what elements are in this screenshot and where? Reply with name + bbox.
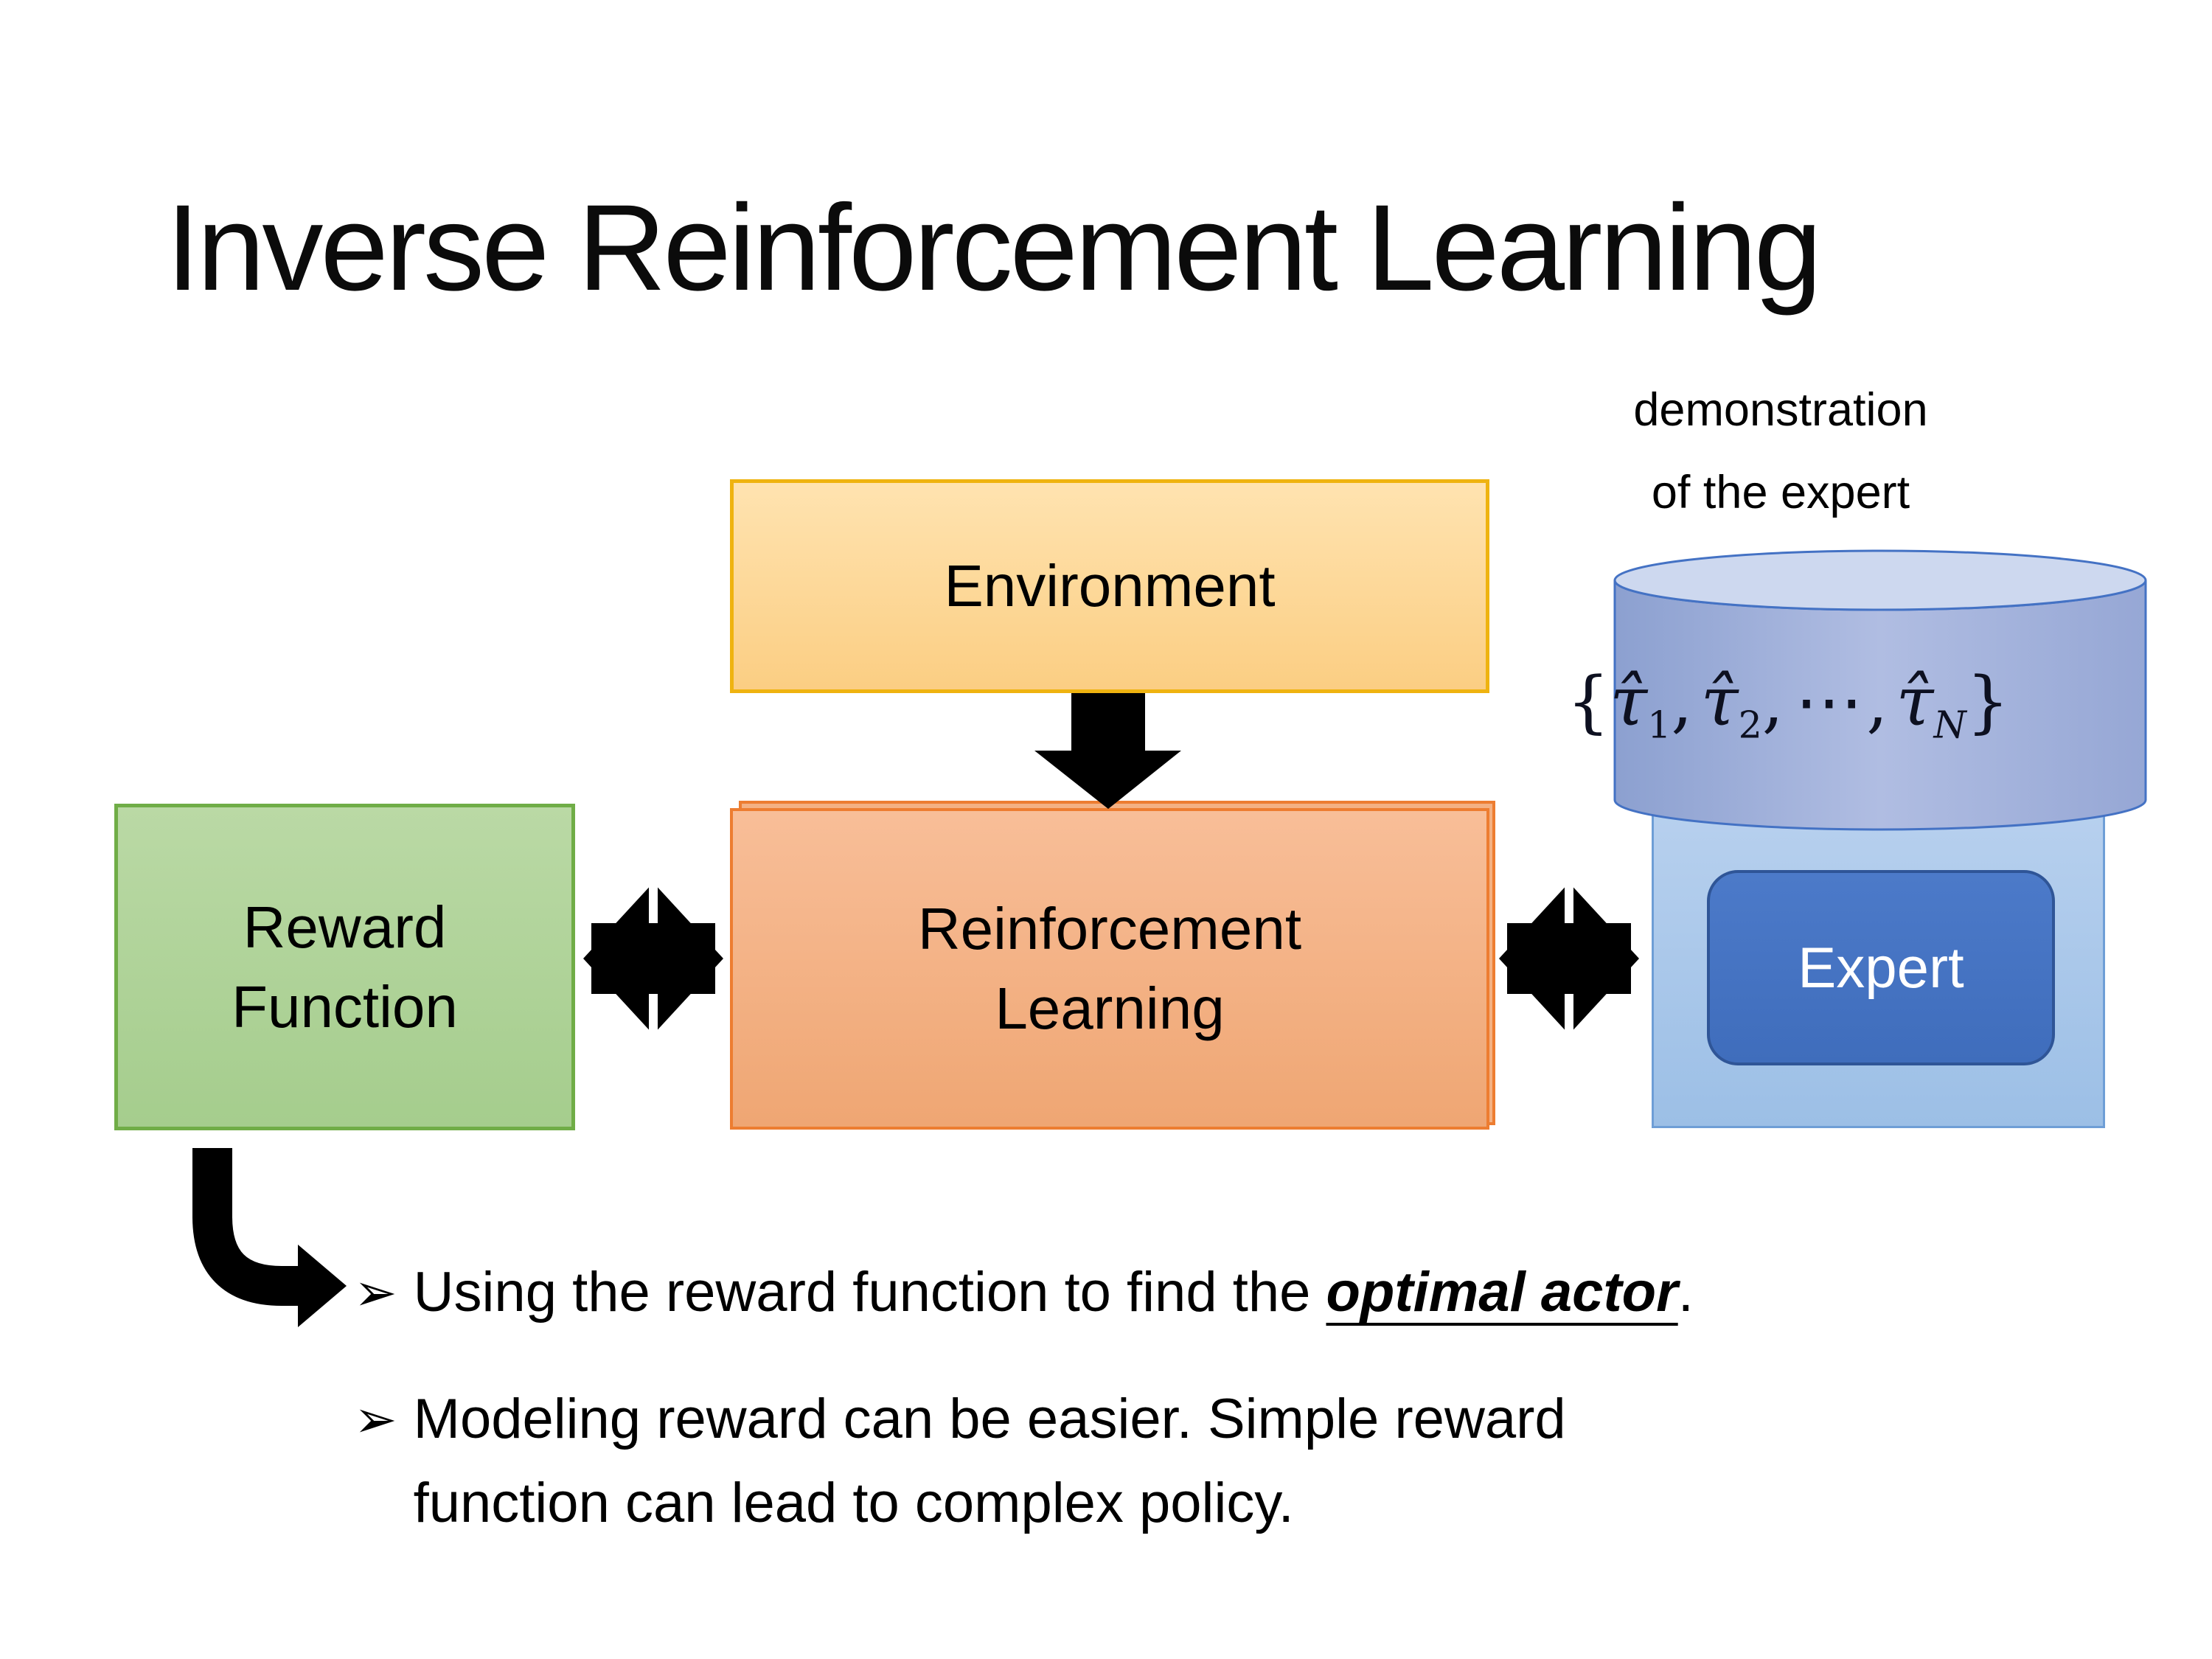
formula-subN: N [1933,703,1966,747]
demonstration-caption-line2: of the expert [1651,467,1910,518]
bullet1-pre: Using the reward function to find the [413,1261,1326,1324]
formula-tau1: τ̂ [1610,662,1648,741]
formula-sub2: 2 [1738,703,1762,747]
bullet1-post: . [1677,1261,1694,1324]
formula-sub1: 1 [1647,703,1672,747]
environment-box: Environment [730,479,1489,693]
formula-open-brace: { [1566,662,1610,741]
demonstration-caption: demonstration of the expert [1523,369,2039,534]
reward-function-label-line1: Reward [243,894,447,960]
formula-tauN: τ̂ [1896,662,1934,741]
reinforcement-learning-label-line1: Reinforcement [917,896,1302,961]
bullet1-text: Using the reward function to find the op… [414,1251,1694,1335]
bullet-marker-icon: ➢ [354,1391,397,1448]
elbow-arrow-icon [192,1148,347,1327]
formula-close-brace: } [1966,662,2010,741]
formula-comma1: , [1671,662,1693,741]
expert-label: Expert [1798,935,1964,1000]
double-arrow-left-icon [583,877,723,1040]
slide-title: Inverse Reinforcement Learning [166,180,1822,316]
bullet2-text: Modeling reward can be easier. Simple re… [413,1388,1566,1534]
double-arrow-right-icon [1499,877,1639,1040]
formula-comma2: , [1761,662,1784,741]
trajectory-set-formula: {τ̂1,τ̂2,⋯,τ̂N} [1563,662,2013,747]
formula-tau2: τ̂ [1700,662,1739,741]
reward-function-box: Reward Function [114,804,575,1130]
bullet-marker-icon: ➢ [354,1264,397,1321]
reward-function-label-line2: Function [232,973,458,1040]
formula-dots: ⋯ [1795,662,1863,741]
bullet1-emphasis: optimal actor [1326,1261,1678,1324]
bullet-optimal-actor: ➢ Using the reward function to find the … [354,1251,1694,1335]
down-arrow-icon [1034,693,1181,809]
expert-box: Expert [1707,870,2055,1065]
cylinder-top-ellipse [1613,549,2147,611]
environment-label: Environment [944,553,1276,619]
reinforcement-learning-box: Reinforcement Learning [730,808,1489,1130]
bullet-modeling-reward: ➢ Modeling reward can be easier. Simple … [354,1377,1711,1545]
formula-comma3: , [1866,662,1888,741]
reinforcement-learning-label-line2: Learning [995,975,1225,1041]
demonstration-caption-line1: demonstration [1633,384,1928,436]
